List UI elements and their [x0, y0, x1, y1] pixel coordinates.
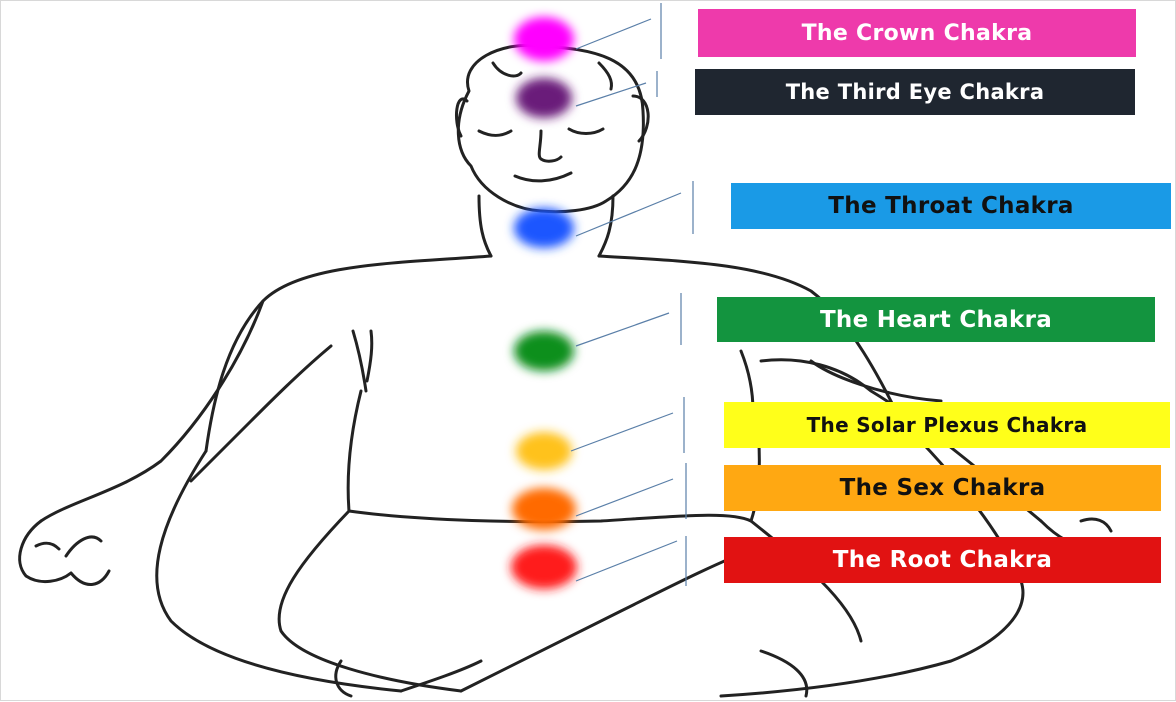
- figure-outline: [20, 45, 1111, 696]
- third-eye-chakra-label: The Third Eye Chakra: [695, 69, 1135, 115]
- root-leader-line: [576, 541, 677, 581]
- throat-leader-line: [576, 193, 681, 236]
- chakra-dots: [511, 17, 577, 589]
- crown-leader-line: [576, 19, 651, 49]
- sex-chakra-dot: [512, 488, 576, 530]
- solar-plexus-chakra-label: The Solar Plexus Chakra: [724, 402, 1170, 448]
- throat-chakra-dot: [514, 208, 574, 248]
- third-eye-chakra-dot: [516, 78, 572, 118]
- heart-leader-line: [576, 313, 669, 346]
- sex-leader-line: [576, 479, 673, 516]
- root-chakra-label: The Root Chakra: [724, 537, 1161, 583]
- solar-plexus-chakra-dot: [516, 432, 572, 470]
- root-chakra-dot: [511, 545, 577, 589]
- heart-chakra-dot: [514, 331, 574, 371]
- throat-chakra-label: The Throat Chakra: [731, 183, 1171, 229]
- solar-plexus-leader-line: [571, 413, 673, 451]
- crown-chakra-label: The Crown Chakra: [698, 9, 1136, 57]
- heart-chakra-label: The Heart Chakra: [717, 297, 1155, 342]
- sex-chakra-label: The Sex Chakra: [724, 465, 1161, 511]
- crown-chakra-dot: [514, 17, 574, 61]
- leader-lines: [571, 3, 693, 586]
